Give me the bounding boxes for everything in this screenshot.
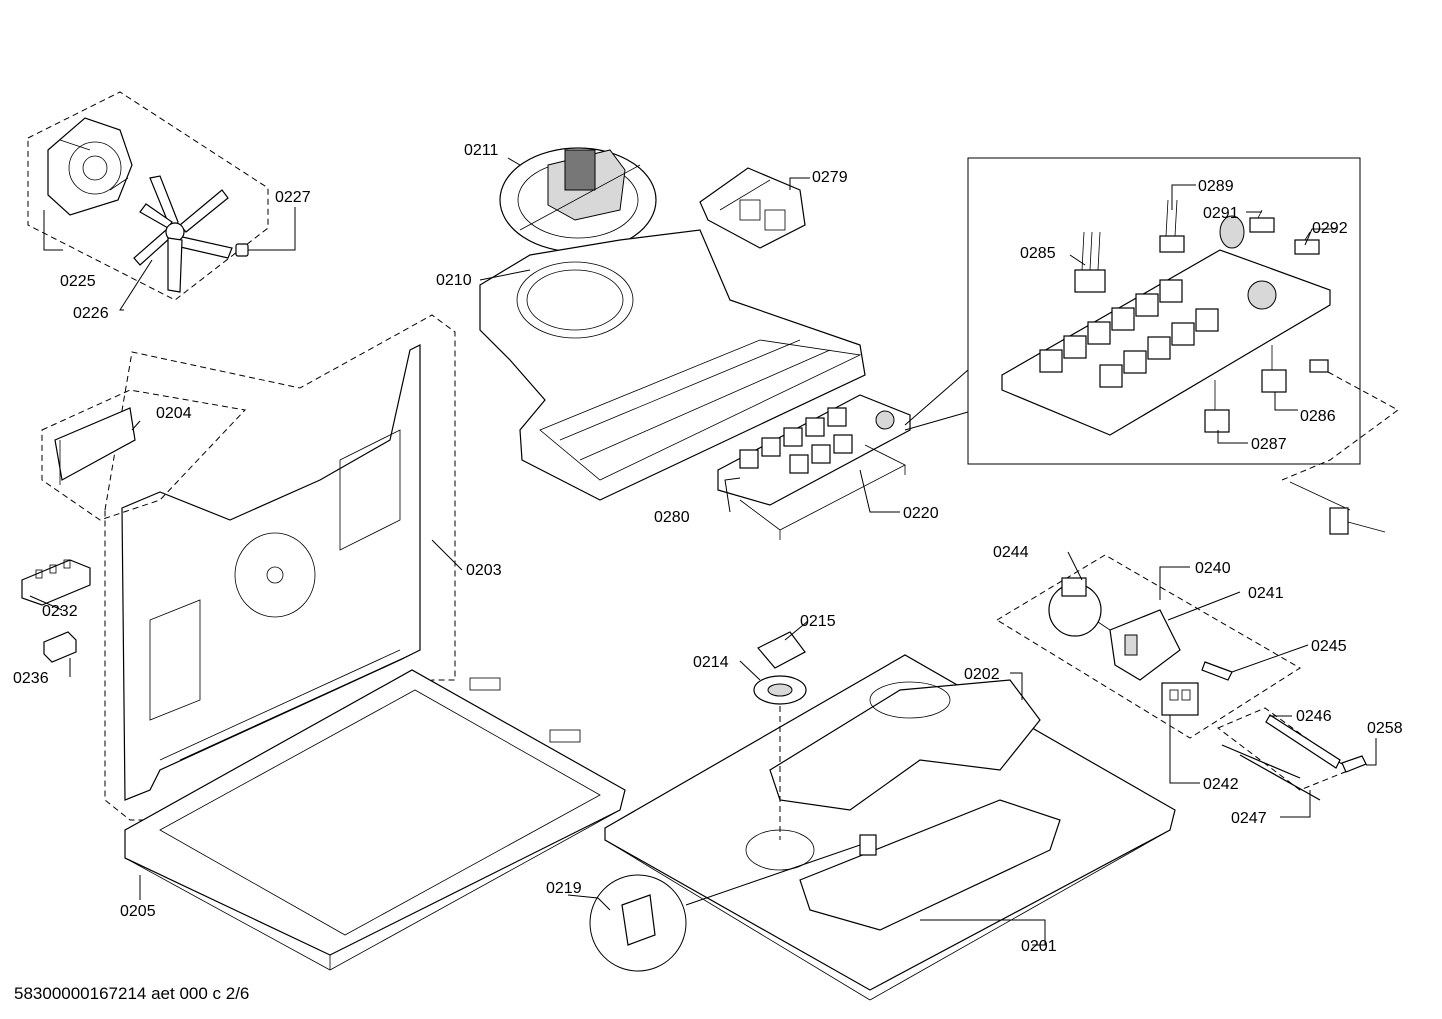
- part-0285-connector[interactable]: [1074, 231, 1106, 293]
- part-0226-fan-wheel[interactable]: [133, 175, 233, 293]
- part-0211-blower[interactable]: [499, 147, 657, 253]
- label-0244: 0244: [993, 544, 1029, 561]
- label-0240: 0240: [1195, 560, 1231, 577]
- label-0242: 0242: [1203, 776, 1239, 793]
- label-0236: 0236: [13, 670, 49, 687]
- label-0285: 0285: [1020, 245, 1056, 262]
- part-0219-sensor-detail[interactable]: [589, 834, 877, 972]
- part-0258-clip[interactable]: [1341, 755, 1367, 773]
- part-0279-relay-holder[interactable]: [699, 167, 806, 249]
- part-0225-fan-motor[interactable]: [47, 117, 133, 216]
- label-0205: 0205: [120, 903, 156, 920]
- part-0246-wire-group[interactable]: [1217, 707, 1352, 801]
- label-0220: 0220: [903, 505, 939, 522]
- label-0210: 0210: [436, 272, 472, 289]
- part-0215-clip[interactable]: [757, 631, 806, 669]
- label-0226: 0226: [73, 305, 109, 322]
- label-0215: 0215: [800, 613, 836, 630]
- fan-motor-group: [27, 91, 269, 301]
- label-0227: 0227: [275, 189, 311, 206]
- label-0245: 0245: [1311, 638, 1347, 655]
- label-0225: 0225: [60, 273, 96, 290]
- label-0287: 0287: [1251, 436, 1287, 453]
- label-0232: 0232: [42, 603, 78, 620]
- part-0292-connector[interactable]: [1294, 231, 1320, 255]
- label-0291: 0291: [1203, 205, 1239, 222]
- part-0227-nut[interactable]: [235, 243, 249, 257]
- detail-board[interactable]: [1001, 215, 1331, 436]
- label-0258: 0258: [1367, 720, 1403, 737]
- part-0245-lamp[interactable]: [1201, 661, 1233, 681]
- leader-lines: [29, 157, 1377, 946]
- label-0211: 0211: [464, 142, 499, 159]
- label-0201: 0201: [1021, 938, 1057, 955]
- label-0286: 0286: [1300, 408, 1336, 425]
- part-0291-connector[interactable]: [1249, 209, 1275, 233]
- detail-box: [904, 157, 1361, 465]
- part-0220-board-frame[interactable]: [739, 444, 906, 540]
- label-0219: 0219: [546, 880, 582, 897]
- label-0289: 0289: [1198, 178, 1234, 195]
- part-labels: 0211 0279 0289 0291 0292 0285 0210 0227 …: [13, 142, 1403, 955]
- label-0247: 0247: [1231, 810, 1267, 827]
- part-0242-socket[interactable]: [1161, 682, 1199, 716]
- relay-row: [739, 407, 853, 474]
- label-0202: 0202: [964, 666, 1000, 683]
- part-0289-connector[interactable]: [1159, 199, 1185, 253]
- label-0204: 0204: [156, 405, 192, 422]
- part-0204-bracket[interactable]: [41, 389, 247, 521]
- footer-doc-id: 58300000167214 aet 000 c 2/6: [14, 984, 249, 1003]
- part-0287-connector[interactable]: [1204, 380, 1230, 433]
- part-0210-housing[interactable]: [479, 229, 866, 501]
- part-0286-connector[interactable]: [1261, 345, 1287, 393]
- part-0214-grommet[interactable]: [753, 675, 807, 705]
- label-0280: 0280: [654, 509, 690, 526]
- part-0232-terminal[interactable]: [21, 559, 91, 606]
- part-0202-duct[interactable]: [769, 679, 1061, 931]
- label-0279: 0279: [812, 169, 848, 186]
- label-0214: 0214: [693, 654, 729, 671]
- label-0292: 0292: [1312, 220, 1348, 237]
- part-0240-switch-group[interactable]: [996, 554, 1301, 739]
- label-0203: 0203: [466, 562, 502, 579]
- label-0241: 0241: [1248, 585, 1284, 602]
- label-0246: 0246: [1296, 708, 1332, 725]
- part-0205-base-tray[interactable]: [124, 669, 626, 971]
- part-0236-clip[interactable]: [43, 631, 77, 663]
- wire-sensor[interactable]: [1281, 359, 1399, 535]
- part-0241-switch[interactable]: [1109, 609, 1181, 681]
- part-0203-back-wall[interactable]: [104, 314, 456, 821]
- part-0280-control-board[interactable]: [717, 394, 911, 506]
- part-0244-motor[interactable]: [1048, 577, 1111, 637]
